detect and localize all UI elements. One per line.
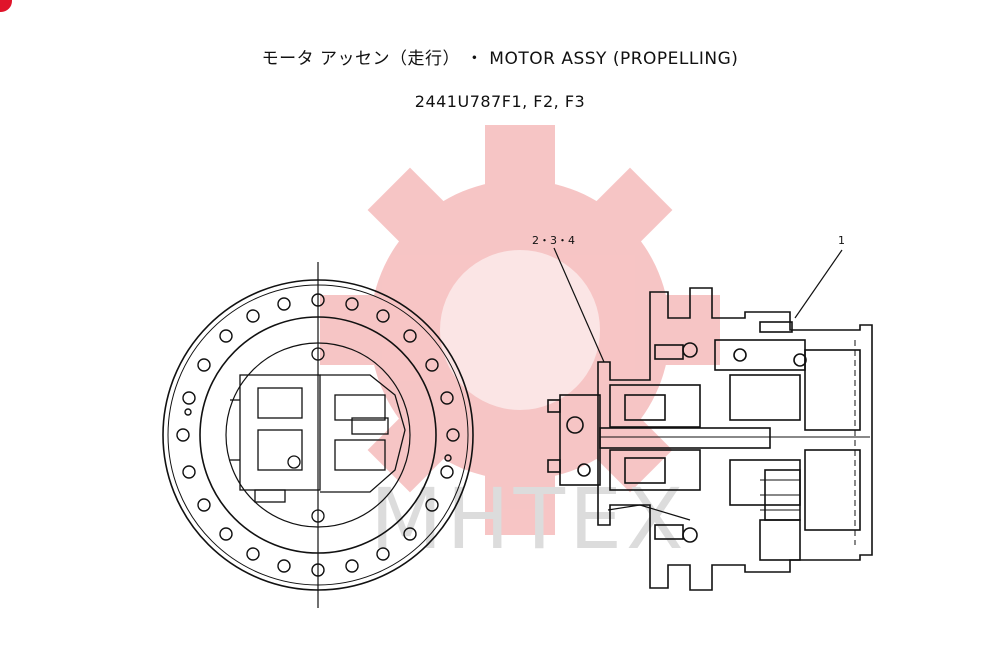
end-view — [162, 262, 474, 608]
section-view — [547, 287, 873, 591]
watermark-text: MHTEX — [370, 470, 688, 568]
part-numbers: 2441U787F1, F2, F3 — [414, 92, 586, 111]
callout-label-2-3-4: 2・3・4 — [532, 234, 575, 247]
leader-line-1 — [794, 249, 843, 319]
leader-line-2-3-4 — [553, 247, 605, 363]
drawing-title: モータ アッセン（走行） ・ MOTOR ASSY (PROPELLING) — [261, 49, 739, 69]
end-view-bolt-holes — [176, 293, 460, 577]
callout-label-1: 1 — [838, 234, 845, 247]
end-view-valve-block — [230, 347, 406, 523]
